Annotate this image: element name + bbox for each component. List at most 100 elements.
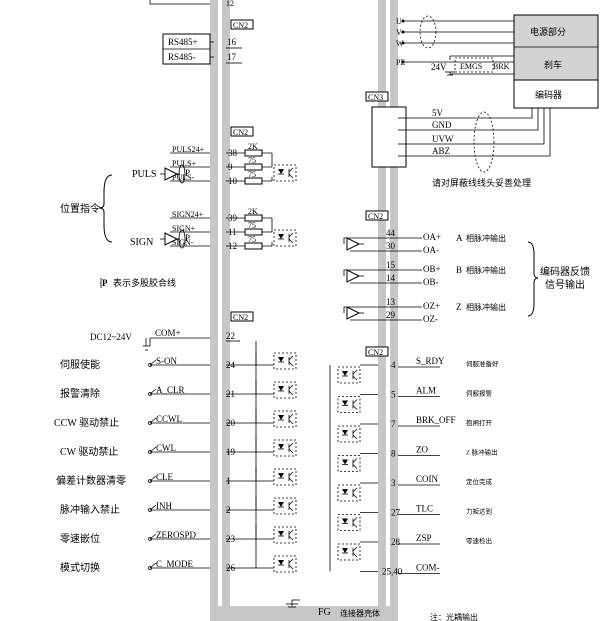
din-optocoupler-0 <box>273 352 297 370</box>
twisted-pair-note: 表示多股胶合线 <box>113 277 176 288</box>
sign-res-label-1: 75 <box>248 221 256 230</box>
sign-res-label-2: 75 <box>248 235 256 244</box>
puls-resistor-1 <box>244 163 263 171</box>
din-optocoupler-3 <box>273 439 297 457</box>
sign-signal-2: SIGN- <box>172 238 194 247</box>
dout-signal-7: COM- <box>416 563 440 573</box>
puls-signal-1: PULS+ <box>172 159 197 168</box>
emgs-label: EMGS <box>460 62 482 71</box>
pulse-input-section: 位置指令 PULS SIGN PULS24+382KPULS+975PULS-1… <box>60 142 297 288</box>
cn-label-5: CN2 <box>368 348 383 357</box>
brk-label: BRK <box>493 62 510 71</box>
din-optocoupler-4 <box>273 468 297 486</box>
dout-signal-3: ZO <box>416 445 428 455</box>
dout-pin-6: 28 <box>391 537 401 547</box>
dout-pin-5: 27 <box>391 508 401 518</box>
sign-twisted-mark: P <box>185 233 190 243</box>
din-desc-6: 零速嵌位 <box>60 532 100 545</box>
phase-label-w: W <box>396 39 404 48</box>
puls-res-label-2: 75 <box>248 170 256 179</box>
top-pin: 12 <box>226 0 234 8</box>
puls-res-label-1: 75 <box>248 156 256 165</box>
sign-optocoupler <box>273 229 297 247</box>
dout-pin-3: 8 <box>391 449 396 459</box>
enc-out-minus-1: OB- <box>423 277 439 287</box>
enc-out-desc-0: 相脉冲输出 <box>466 233 506 243</box>
din-desc-4: 偏差计数器清零 <box>56 474 126 487</box>
cn-label-2: CN2 <box>233 128 248 137</box>
enc-out-letter-1: B <box>456 265 462 275</box>
brake-voltage: 24V <box>431 62 447 72</box>
supply-voltage-label: DC12~24V <box>90 332 132 342</box>
footer-note: 注：光耦输出 <box>430 612 478 621</box>
sign-res-label-0: 2K <box>248 207 258 216</box>
puls-twisted-mark: P <box>185 168 190 178</box>
rs485-plus-label: RS485+ <box>168 37 198 47</box>
enc-out-pin-m-0: 30 <box>386 241 396 251</box>
dout-pin-1: 5 <box>391 390 396 400</box>
din-optocoupler-5 <box>273 497 297 515</box>
din-optocoupler-6 <box>273 526 297 544</box>
din-desc-0: 伺服使能 <box>60 358 100 371</box>
din-signal-2: CCWL <box>156 414 182 424</box>
puls-resistor-2 <box>244 177 263 185</box>
position-command-label: 位置指令 <box>60 202 100 215</box>
sign-label: SIGN <box>130 237 153 248</box>
din-signal-6: ZEROSPD <box>156 530 197 540</box>
din-desc-5: 脉冲输入禁止 <box>60 503 120 516</box>
din-optocoupler-1 <box>273 381 297 399</box>
puls-resistor-0 <box>244 149 263 157</box>
encoder-output-label-2: 信号输出 <box>545 278 585 291</box>
rs485-block: RS485+ RS485- 16 17 <box>162 33 242 65</box>
din-signal-7: C_MODE <box>156 559 194 569</box>
cn-label-6: CN3 <box>368 93 383 102</box>
puls-signal-0: PULS24+ <box>172 145 205 154</box>
shield-note: 请对屏蔽线线头妥善处理 <box>432 177 531 188</box>
phase-shield <box>419 15 437 49</box>
enc-out-pin-m-1: 14 <box>386 273 396 283</box>
enc-out-driver-1 <box>346 269 361 283</box>
dout-pin-0: 4 <box>391 360 396 370</box>
dout-desc-2: 抱闸打开 <box>466 418 493 427</box>
cn-label-1: CN2 <box>233 21 248 30</box>
dout-optocoupler-0 <box>337 366 361 384</box>
enc-out-desc-2: 相脉冲输出 <box>466 302 506 312</box>
din-signal-1: A_CLR <box>156 385 185 395</box>
dout-desc-6: 零速检出 <box>466 536 492 545</box>
com-plus-label: COM+ <box>155 328 181 338</box>
enc-out-letter-0: A <box>456 233 463 243</box>
encoder-output-label-1: 编码器反馈 <box>540 265 590 278</box>
din-desc-1: 报警清除 <box>60 387 100 400</box>
din-optocoupler-7 <box>273 555 297 573</box>
rs485-minus-label: RS485- <box>168 52 196 62</box>
dout-signal-6: ZSP <box>416 533 432 543</box>
enc-out-plus-1: OB+ <box>423 264 441 274</box>
dout-signal-2: BRK_OFF <box>416 415 456 425</box>
dout-desc-1: 伺服报警 <box>466 389 493 398</box>
enc-out-desc-1: 相脉冲输出 <box>466 265 506 275</box>
dout-pin-2: 7 <box>391 419 396 429</box>
rs485-plus-pin: 16 <box>227 37 237 47</box>
cn-label-4: CN2 <box>368 212 383 221</box>
dout-optocoupler-4 <box>337 484 361 502</box>
enc-out-pin-p-0: 44 <box>386 228 396 238</box>
phase-label-pe: PE <box>396 58 405 67</box>
rs485-minus-pin: 17 <box>227 52 237 62</box>
puls-optocoupler <box>273 164 297 182</box>
din-desc-2: CCW 驱动禁止 <box>54 417 119 429</box>
enc-out-pin-p-1: 15 <box>386 260 396 270</box>
dout-optocoupler-3 <box>337 455 361 472</box>
dout-signal-0: S_RDY <box>416 356 445 366</box>
enc-out-pin-m-2: 29 <box>386 310 396 320</box>
dout-signal-1: ALM <box>416 386 436 396</box>
puls-res-label-0: 2K <box>248 142 258 151</box>
dout-pin-7: 25,40 <box>382 567 403 577</box>
twisted-pair-mark: P <box>102 278 108 288</box>
sign-resistor-0 <box>244 214 263 222</box>
